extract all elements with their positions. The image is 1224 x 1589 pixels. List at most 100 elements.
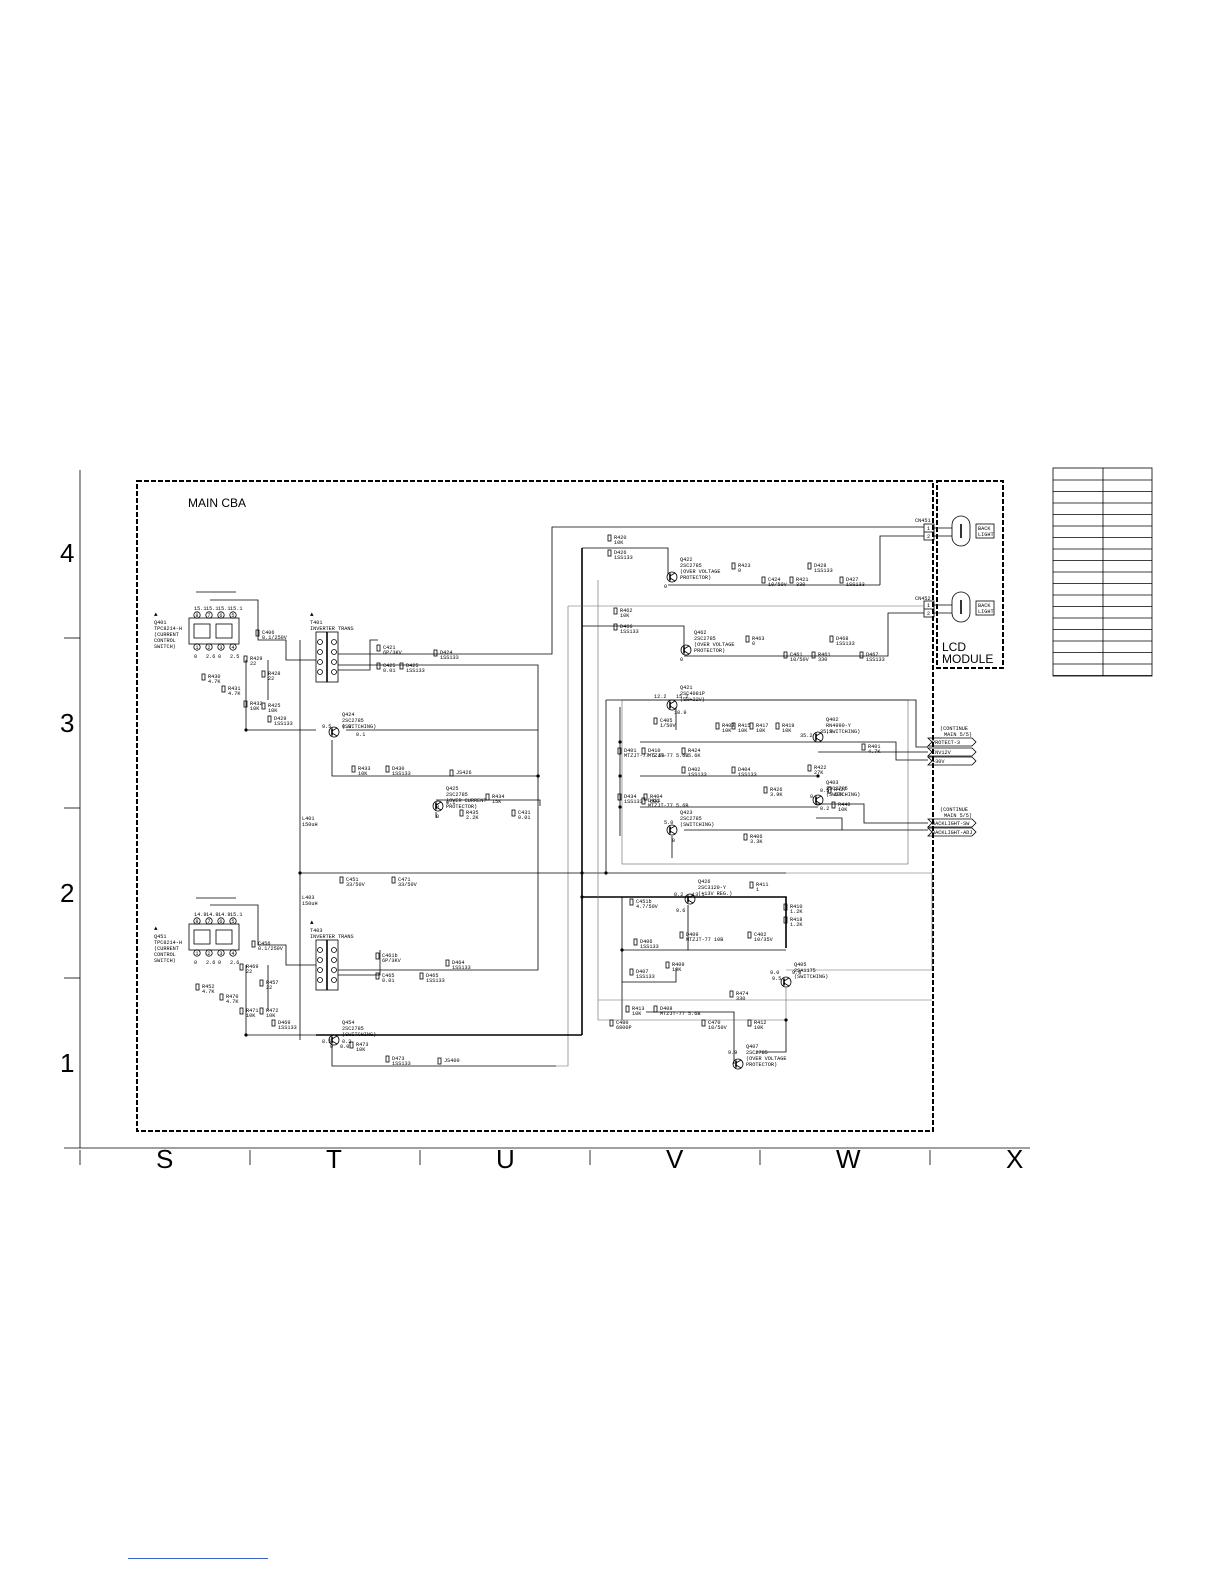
svg-text:330: 330 xyxy=(796,582,805,588)
svg-text:▲: ▲ xyxy=(310,919,314,926)
svg-text:1SS133: 1SS133 xyxy=(836,641,855,647)
svg-text:R404: R404 xyxy=(650,794,662,800)
ic-pin-bottom-number: 2 xyxy=(207,951,210,957)
col-label-u: U xyxy=(496,1144,515,1174)
svg-text:R463: R463 xyxy=(752,636,764,642)
svg-text:10K: 10K xyxy=(672,967,682,973)
svg-text:10/50V: 10/50V xyxy=(790,657,810,663)
main-cba-frame xyxy=(136,480,934,1132)
svg-text:1SS133: 1SS133 xyxy=(278,1025,297,1031)
ic-pin-bottom xyxy=(217,643,225,651)
svg-text:33/50V: 33/50V xyxy=(346,882,366,888)
svg-text:T401: T401 xyxy=(310,620,322,626)
svg-text:2SC4081P: 2SC4081P xyxy=(680,691,705,697)
svg-text:R469: R469 xyxy=(246,964,258,970)
svg-text:R425: R425 xyxy=(268,703,280,709)
svg-text:(CONTINUE: (CONTINUE xyxy=(940,726,968,732)
svg-text:C406: C406 xyxy=(262,630,274,636)
svg-text:2SC3120-Y: 2SC3120-Y xyxy=(698,885,727,891)
svg-text:1SS133: 1SS133 xyxy=(614,555,633,561)
svg-text:10K: 10K xyxy=(620,613,630,619)
svg-text:▲: ▲ xyxy=(154,925,158,932)
svg-text:(SWITCHING): (SWITCHING) xyxy=(826,792,860,798)
connector-cn451: CN451 1 2 BACK LIGHT xyxy=(915,515,995,547)
svg-text:680: 680 xyxy=(650,799,659,805)
ic-pin-top xyxy=(205,917,213,925)
svg-text:(CONTINUE: (CONTINUE xyxy=(940,807,968,813)
svg-text:0: 0 xyxy=(752,641,755,647)
voltage-readout: 9.6 xyxy=(676,908,685,914)
voltage-readout: 35.2 xyxy=(800,733,812,739)
svg-text:15K: 15K xyxy=(492,799,502,805)
svg-text:Q454: Q454 xyxy=(342,1020,354,1026)
board-title: MAIN CBA xyxy=(188,496,246,510)
svg-text:R421: R421 xyxy=(796,577,808,583)
svg-text:4.7K: 4.7K xyxy=(868,749,881,755)
svg-text:JS400: JS400 xyxy=(444,1058,460,1064)
svg-text:(SWITCHING): (SWITCHING) xyxy=(342,1032,376,1038)
svg-text:R470: R470 xyxy=(226,994,238,1000)
svg-text:R422: R422 xyxy=(814,765,826,771)
svg-text:D424: D424 xyxy=(440,650,452,656)
voltage-readout: 35.8 xyxy=(820,729,832,735)
svg-text:LIGHT: LIGHT xyxy=(978,532,994,538)
flag-backlight-adj: BACKLIGHT-ADJ xyxy=(932,830,972,836)
col-label-t: T xyxy=(326,1144,342,1174)
grid-col-ticks xyxy=(79,1150,931,1165)
ic-pin-bottom-voltage: 2.5 xyxy=(230,654,239,660)
svg-text:(SWITCHING): (SWITCHING) xyxy=(342,724,376,730)
svg-text:TPC8214-H: TPC8214-H xyxy=(154,626,182,632)
ic-pin-top xyxy=(217,917,225,925)
svg-text:D467: D467 xyxy=(866,652,878,658)
ic-pin-top xyxy=(217,611,225,619)
svg-text:R431: R431 xyxy=(228,686,240,692)
svg-text:150uH: 150uH xyxy=(302,822,318,828)
ic-pin-top-voltage: 14.9 xyxy=(218,912,230,918)
inductor-l401: L401 150uH xyxy=(302,816,318,828)
svg-text:MTZJT-77 5.6B: MTZJT-77 5.6B xyxy=(648,753,688,759)
svg-text:10K: 10K xyxy=(722,728,732,734)
svg-text:10K: 10K xyxy=(250,706,260,712)
ic-pin-top-number: 6 xyxy=(219,613,222,619)
voltage-readout: 8.5 xyxy=(322,1039,331,1045)
svg-text:Q401: Q401 xyxy=(154,620,166,626)
svg-text:22: 22 xyxy=(250,661,256,667)
voltage-readout: 9.0 xyxy=(770,970,779,976)
svg-text:10K: 10K xyxy=(782,728,792,734)
ic-pin-bottom xyxy=(193,949,201,957)
svg-text:C402: C402 xyxy=(754,932,766,938)
svg-text:(SW+22V): (SW+22V) xyxy=(680,697,705,703)
voltage-readout: 0 xyxy=(436,814,439,820)
svg-text:C421: C421 xyxy=(383,645,395,651)
svg-text:R415: R415 xyxy=(738,723,750,729)
svg-text:BACK: BACK xyxy=(978,603,991,609)
svg-text:10K: 10K xyxy=(356,1047,366,1053)
svg-text:1SS133: 1SS133 xyxy=(392,771,411,777)
svg-text:1SS133: 1SS133 xyxy=(426,978,445,984)
svg-text:MTZJT-77 5.6B: MTZJT-77 5.6B xyxy=(660,1011,700,1017)
voltage-readout: 0.2 xyxy=(820,806,829,812)
svg-text:D425: D425 xyxy=(406,663,418,669)
svg-text:C470: C470 xyxy=(708,1020,720,1026)
svg-text:1.2K: 1.2K xyxy=(790,909,803,915)
